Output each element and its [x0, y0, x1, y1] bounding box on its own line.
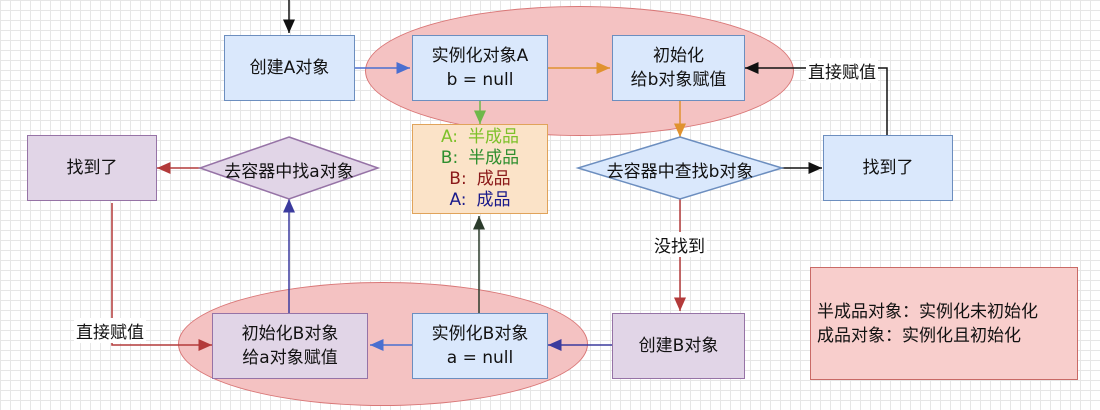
- status-key-4: A:: [449, 190, 467, 210]
- found-right: 找到了: [823, 135, 953, 201]
- init-b-line2: 给a对象赋值: [242, 348, 338, 368]
- instantiate-b-object: 实例化B对象 a = null: [412, 313, 548, 379]
- status-value-1: 半成品: [468, 127, 520, 147]
- instantiate-b-line1: 实例化B对象: [431, 324, 529, 344]
- find-b-diamond: [575, 136, 785, 200]
- status-key-2: B:: [440, 148, 459, 168]
- init-b-line1: 初始化B对象: [241, 324, 339, 344]
- create-a-object: 创建A对象: [224, 35, 355, 101]
- status-value-2: 半成品: [468, 148, 520, 168]
- init-a-object: 初始化 给b对象赋值: [612, 35, 745, 101]
- status-box: A: 半成品 B: 半成品 B: 成品 A: 成品: [412, 124, 548, 214]
- find-b-label: 去容器中查找b对象: [606, 162, 754, 182]
- edge-label-not-found: 没找到: [652, 232, 707, 257]
- found-left: 找到了: [27, 135, 157, 201]
- find-a-label: 去容器中找a对象: [224, 162, 354, 182]
- status-value-3: 成品: [476, 169, 511, 189]
- find-a-diamond: [197, 136, 381, 200]
- edge-label-assign-left: 直接赋值: [74, 318, 146, 343]
- edge-foundR-initA: [745, 62, 888, 135]
- status-line-4: A: 成品: [420, 190, 540, 211]
- status-key-3: B:: [449, 169, 467, 189]
- instantiate-b-line2: a = null: [446, 348, 514, 368]
- instantiate-a-object: 实例化对象A b = null: [412, 35, 548, 101]
- status-key-1: A:: [440, 127, 459, 147]
- legend-line-1: 半成品对象：实例化未初始化: [817, 301, 1038, 322]
- instantiate-a-line1: 实例化对象A: [431, 46, 529, 66]
- status-line-3: B: 成品: [420, 169, 540, 190]
- found-left-label: 找到了: [66, 158, 118, 178]
- legend-line-2: 成品对象：实例化且初始化: [817, 325, 1021, 346]
- create-b-label: 创建B对象: [638, 336, 719, 356]
- instantiate-a-line2: b = null: [446, 70, 514, 90]
- init-a-line1: 初始化: [653, 46, 704, 66]
- legend-box: 半成品对象：实例化未初始化 成品对象：实例化且初始化: [810, 267, 1078, 380]
- edge-foundL-initB: [111, 203, 212, 351]
- status-value-4: 成品: [476, 190, 511, 210]
- create-b-object: 创建B对象: [612, 313, 745, 379]
- init-b-object: 初始化B对象 给a对象赋值: [212, 313, 368, 379]
- init-a-line2: 给b对象赋值: [630, 70, 727, 90]
- found-right-label: 找到了: [862, 158, 914, 178]
- edge-label-assign-right: 直接赋值: [806, 58, 878, 83]
- status-line-1: A: 半成品: [420, 127, 540, 148]
- status-line-2: B: 半成品: [420, 148, 540, 169]
- create-a-label: 创建A对象: [249, 58, 330, 78]
